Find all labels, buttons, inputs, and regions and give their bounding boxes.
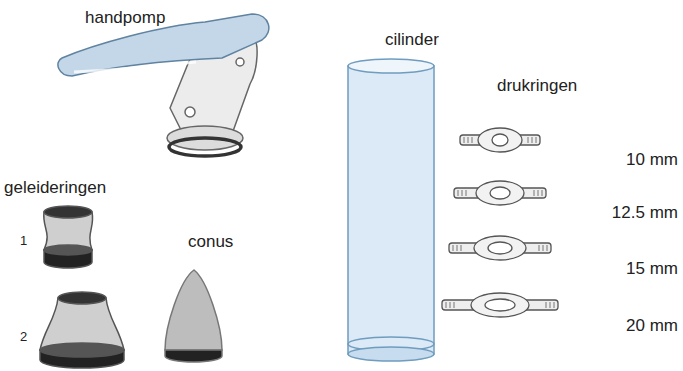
pressure-rings	[442, 128, 558, 317]
part-label: 15 mm	[626, 259, 678, 279]
part-label: conus	[188, 232, 233, 252]
cone	[165, 270, 222, 362]
guide-ring	[44, 206, 93, 268]
hand-pump	[58, 14, 269, 156]
part-label: 12.5 mm	[612, 203, 678, 223]
pressure-ring	[460, 128, 540, 152]
part-label: 10 mm	[626, 150, 678, 170]
pressure-ring	[454, 181, 546, 205]
guide-ring	[40, 292, 124, 368]
part-label: cilinder	[385, 30, 439, 50]
pressure-ring	[449, 236, 551, 260]
cylinder	[348, 59, 434, 361]
pressure-ring	[442, 293, 558, 317]
part-label: 2	[20, 330, 27, 345]
part-label: geleideringen	[4, 178, 106, 198]
part-label: 20 mm	[626, 316, 678, 336]
part-label: drukringen	[497, 76, 577, 96]
part-label: handpomp	[85, 8, 165, 28]
part-label: 1	[20, 234, 27, 249]
